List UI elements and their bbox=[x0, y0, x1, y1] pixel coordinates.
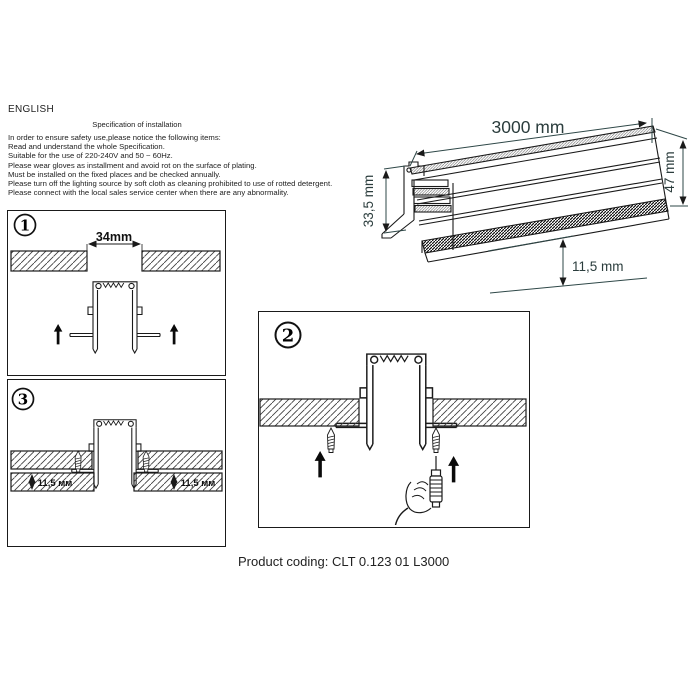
dim-length-label: 3000 mm bbox=[492, 117, 565, 137]
up-arrow-icon bbox=[448, 456, 460, 483]
spec-line: In order to ensure safety use,please not… bbox=[8, 133, 221, 142]
step3-number: 3 bbox=[18, 391, 28, 409]
spec-line: Suitable for the use of 220-240V and 50 … bbox=[8, 151, 173, 161]
spec-line: Read and understand the whole Specificat… bbox=[8, 142, 165, 152]
step1-gap-label: 34mm bbox=[96, 230, 132, 244]
spec-instructions: In order to ensure safety use,please not… bbox=[8, 133, 332, 197]
dim-height-label: 47 mm bbox=[662, 151, 677, 192]
spec-line: Please turn off the lighting source by s… bbox=[8, 179, 333, 189]
step2-number: 2 bbox=[282, 326, 295, 347]
language-heading: ENGLISH bbox=[8, 104, 55, 115]
screw-icon bbox=[327, 427, 335, 453]
dim-lip-label: 11,5 mm bbox=[572, 259, 624, 274]
step3-recess-left-label: 11,5 мм bbox=[38, 478, 73, 489]
step3-drawing: 3 11,5 мм 11,5 мм bbox=[10, 387, 223, 492]
up-arrow-icon bbox=[53, 324, 63, 345]
screw-icon bbox=[432, 427, 440, 453]
step1-number: 1 bbox=[20, 217, 30, 235]
track-cross-section bbox=[69, 281, 161, 354]
spec-line: Please wear gloves as installment and av… bbox=[8, 160, 257, 170]
step1-panel: 1 34mm bbox=[7, 210, 226, 376]
dim-side-height-label: 33,5 mm bbox=[361, 175, 376, 228]
up-arrow-icon bbox=[314, 451, 326, 478]
step2-panel: 2 bbox=[258, 311, 530, 528]
iso-track-drawing: 3000 mm 47 mm 33,5 mm 11,5 mm bbox=[361, 117, 688, 294]
up-arrow-icon bbox=[169, 324, 179, 345]
step3-recess-right-label: 11,5 мм bbox=[181, 478, 216, 489]
spec-title: Specification of installation bbox=[92, 120, 182, 129]
spec-line: Must be installed on the fixed places an… bbox=[8, 169, 221, 179]
spec-line: Please connect with the local sales serv… bbox=[8, 188, 289, 198]
step3-panel: 3 11,5 мм 11,5 мм bbox=[7, 379, 226, 547]
screwdriver-hand-sketch bbox=[394, 456, 443, 525]
step2-drawing: 2 bbox=[259, 321, 527, 525]
step1-drawing: 1 34mm bbox=[10, 213, 221, 354]
product-coding: Product coding: CLT 0.123 01 L3000 bbox=[238, 554, 450, 569]
